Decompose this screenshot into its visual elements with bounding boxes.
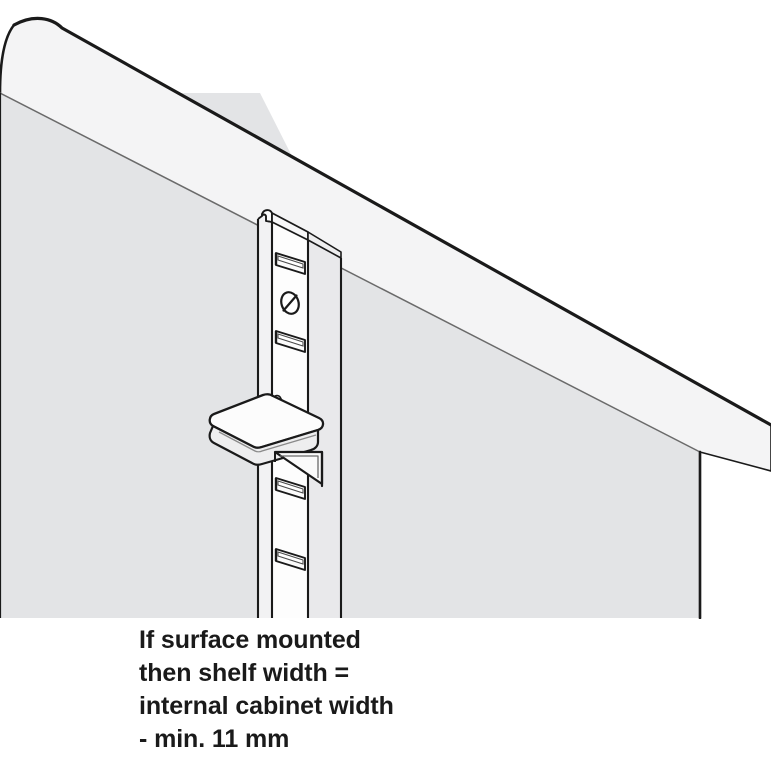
caption-line-2: then shelf width =: [139, 659, 350, 687]
standard-slot-3: [274, 477, 306, 500]
standard-slot-4: [274, 548, 306, 571]
standard-cap-inner-seam: [265, 220, 273, 223]
slot-2-inner-shadow: [277, 333, 304, 347]
screw-slot-line: [282, 294, 298, 312]
standard-slot-1: [274, 252, 306, 275]
cabinet-side-panel: [0, 16, 771, 652]
panel-top-band-tip: [699, 425, 771, 472]
caption-block: If surface mounted then shelf width = in…: [139, 624, 569, 756]
panel-face-far-right: [341, 253, 700, 650]
bracket-lip-highlight: [218, 431, 317, 453]
standard-slot-2: [274, 330, 306, 353]
slot-4-inner-shadow: [277, 551, 304, 565]
panel-top-edge-band: [0, 18, 771, 472]
slot-1-inner-shadow: [277, 255, 304, 269]
standard-cap-left-seam: [257, 215, 263, 220]
bracket-hook-inner-line: [280, 455, 319, 478]
slot-3-inner-shadow: [277, 480, 304, 494]
shelf-support-bracket: [208, 393, 325, 488]
caption-line-4: - min. 11 mm: [139, 725, 290, 753]
standard-right-flange: [308, 232, 341, 618]
caption-line-3: internal cabinet width: [139, 692, 394, 720]
drawing-bottom-mask: [0, 619, 771, 771]
caption-line-1: If surface mounted: [139, 626, 361, 654]
panel-left-corner-profile: [0, 23, 16, 95]
panel-face-body: [0, 93, 260, 618]
panel-front-top-edge: [0, 92, 701, 453]
panel-top-back-outline: [12, 16, 771, 427]
mounting-screw: [280, 291, 300, 315]
